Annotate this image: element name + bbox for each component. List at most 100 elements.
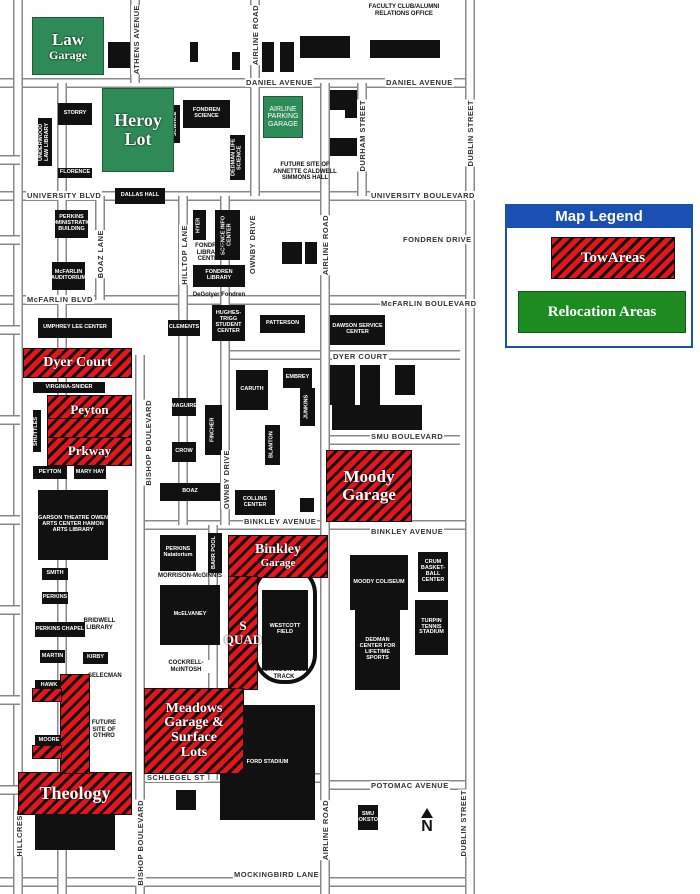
map-annotation: DeGolyer Fondren [192, 292, 246, 298]
building [282, 242, 302, 264]
building-label: HAWK [40, 682, 58, 689]
building: BARR POOL [208, 533, 222, 573]
building-label: SMU BOOKSTORE [358, 810, 378, 823]
area-label: Theology [39, 783, 111, 804]
map-annotation: BRIDWELL LIBRARY [83, 618, 116, 631]
building-label: PERKINS ADMINISTRATION BUILDING [55, 214, 88, 232]
area-label: Dyer Court [43, 354, 112, 370]
building [345, 90, 357, 118]
building-label: PATTERSON [265, 320, 300, 327]
building: BLANTON [265, 425, 280, 465]
building [300, 36, 350, 58]
street-label: POTOMAC AVENUE [370, 781, 450, 790]
map-annotation: MORRISON-McGINNIS [157, 573, 222, 579]
building: SHUTTLES [33, 410, 41, 452]
building-label: DEDMAN LIFE SCIENCE [230, 138, 243, 177]
map-legend: Map Legend TowAreas Relocation Areas [505, 204, 693, 348]
building: MOODY COLISEUM [350, 555, 408, 610]
tow-area-dyer[interactable]: Dyer Court [23, 348, 132, 378]
building-label: FORD STADIUM [246, 758, 289, 765]
building: McFARLIN AUDITORIUM [52, 262, 85, 290]
building [305, 242, 317, 264]
building [332, 405, 422, 430]
legend-relocation-label: Relocation Areas [547, 303, 657, 320]
street-label: UNIVERSITY BLVD [26, 191, 103, 200]
building-label: EMBREY [285, 374, 310, 381]
street-label: OWNBY DRIVE [221, 450, 232, 510]
building: COLLINS CENTER [235, 490, 275, 515]
building: McELVANEY [160, 585, 220, 645]
building: UNDERWOOD LAW LIBRARY [38, 118, 52, 166]
north-arrow: N [421, 808, 433, 836]
street-label: BISHOP BOULEVARD [143, 400, 154, 486]
area-label: AIRLINE [269, 105, 297, 113]
area-label: Garage & [164, 715, 224, 731]
tow-area-theology[interactable]: Theology [18, 772, 132, 815]
building-label: WESTCOTT FIELD [269, 623, 301, 635]
building-label: TURPIN TENNIS STADIUM [419, 617, 444, 636]
building-label: MAGUIRE [172, 403, 196, 410]
tow-area-prkway[interactable]: Prkway [47, 436, 132, 466]
building: SMU BOOKSTORE [358, 805, 378, 830]
tow-area-extension[interactable] [47, 418, 132, 438]
building: MOORE [35, 735, 63, 747]
building-label: MARY HAY [75, 468, 105, 475]
area-label: Moody [343, 467, 395, 487]
building [370, 40, 440, 58]
building [190, 42, 198, 62]
building-label: FINCHER [209, 417, 216, 443]
building: MARTIN [40, 650, 65, 663]
building: FLORENCE [58, 168, 92, 178]
area-label: Garage [49, 47, 87, 62]
building: PERKINS CHAPEL [35, 622, 85, 637]
building: CARUTH [236, 370, 268, 410]
street-label: AIRLINE ROAD [250, 5, 261, 66]
building-label: COLLINS CENTER [242, 495, 268, 508]
area-label: Binkley [255, 542, 301, 558]
street-label: HILLTOP LANE [179, 225, 190, 285]
street-label: DUBLIN STREET [465, 100, 476, 167]
north-label: N [421, 818, 433, 835]
map-annotation: COCKRELL-McINTOSH [156, 660, 216, 674]
tow-area-extension[interactable] [32, 745, 62, 759]
building: FINCHER [205, 405, 222, 455]
map-annotation: FUTURE SITE OF ANNETTE CALDWELL SIMMONS … [273, 162, 337, 182]
building [330, 365, 355, 405]
building: PEYTON [33, 466, 67, 479]
building: HUGHES-TRIGG STUDENT CENTER [212, 305, 245, 341]
street-label: ATHENS AVENUE [131, 5, 142, 75]
tow-area-extension[interactable] [60, 674, 90, 774]
building: JUNKINS [300, 388, 315, 426]
building-label: SHUTTLES [33, 416, 40, 446]
building: TURPIN TENNIS STADIUM [415, 600, 448, 655]
building-label: STORRY [63, 110, 87, 117]
legend-tow-areas: TowAreas [551, 237, 675, 279]
building-label: FLORENCE [59, 169, 91, 176]
building: MAGUIRE [172, 398, 196, 416]
area-label: Meadows [165, 700, 223, 716]
building [330, 138, 360, 156]
building: FONDREN LIBRARY [193, 265, 245, 287]
building: PERKINS Natatorium [160, 535, 196, 571]
building: UMPHREY LEE CENTER [38, 318, 112, 338]
building-label: McFARLIN AUDITORIUM [52, 269, 85, 281]
tow-area-extension[interactable] [32, 688, 62, 702]
legend-relocation-areas: Relocation Areas [518, 291, 686, 333]
north-arrow-icon [421, 808, 433, 818]
building: PERKINS [42, 592, 68, 604]
building: KIRBY [83, 652, 108, 664]
street-label: McFARLIN BLVD [26, 295, 94, 304]
building-label: KIRBY [86, 654, 105, 661]
building-label: JUNKINS [303, 394, 310, 420]
building-label: MOORE [38, 737, 60, 744]
building: DALLAS HALL [115, 188, 165, 204]
area-label: Lots [180, 744, 208, 760]
